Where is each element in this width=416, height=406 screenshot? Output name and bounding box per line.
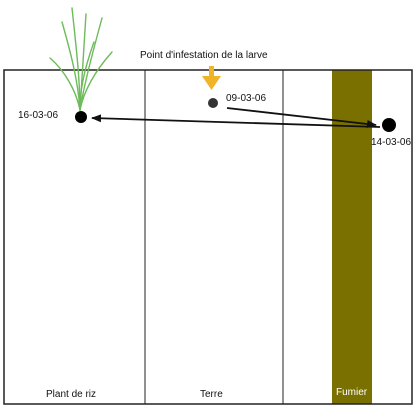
larva-position-third: [75, 111, 87, 123]
date-label-third: 16-03-06: [18, 110, 59, 121]
zone-label-manure: Fumier: [336, 387, 368, 398]
cross-section-box: [3, 69, 413, 405]
movement-arrow-first-to-second: [226, 107, 377, 128]
zone-label-soil: Terre: [200, 389, 223, 400]
infestation-arrow-icon: [202, 66, 221, 90]
larva-position-first: [208, 98, 218, 108]
infestation-point-label: Point d'infestation de la larve: [140, 50, 268, 61]
rice-plant-icon: [49, 7, 113, 111]
date-label-first: 09-03-06: [226, 93, 267, 104]
movement-arrow-second-to-third: [91, 114, 381, 128]
larva-position-second: [382, 118, 396, 132]
zone-label-rice-plant: Plant de riz: [46, 389, 97, 400]
date-label-second: 14-03-06: [371, 137, 412, 148]
